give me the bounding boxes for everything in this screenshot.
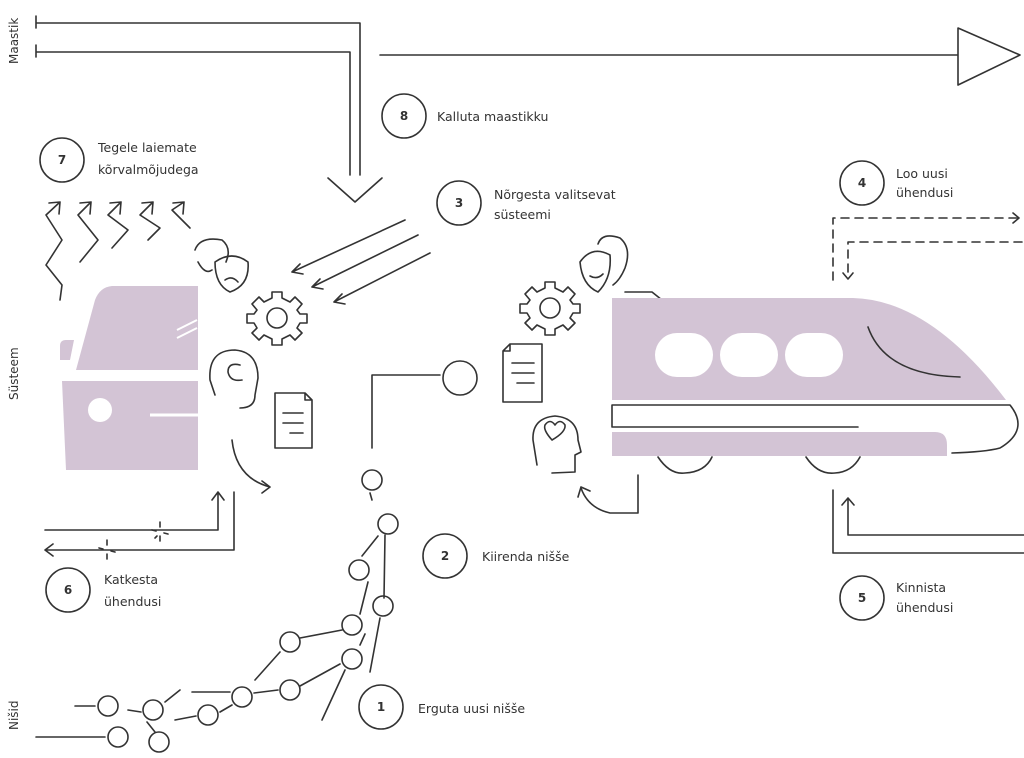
- step-6: 6 Katkesta ühendusi: [45, 567, 161, 613]
- consolidate-arrows: [832, 489, 1024, 554]
- side-label-niches: Nišid: [7, 700, 21, 730]
- weaken-arrows: [291, 219, 431, 305]
- car-illustration: [60, 286, 198, 470]
- svg-text:Kiirenda nišše: Kiirenda nišše: [482, 549, 570, 564]
- niche-chain: [35, 360, 478, 753]
- svg-text:süsteemi: süsteemi: [494, 207, 551, 222]
- svg-text:Kalluta maastikku: Kalluta maastikku: [437, 109, 548, 124]
- svg-text:1: 1: [377, 700, 385, 714]
- step-7: 7 Tegele laiemate kõrvalmõjudega: [39, 137, 199, 183]
- svg-text:Tegele laiemate: Tegele laiemate: [97, 140, 197, 155]
- gear-icon: [246, 291, 308, 346]
- svg-text:4: 4: [858, 176, 866, 190]
- step-markers: 7 Tegele laiemate kõrvalmõjudega 8 Kallut…: [39, 93, 953, 730]
- gear-icon-right: [519, 281, 581, 336]
- step-1: 1 Erguta uusi nišše: [358, 684, 525, 730]
- masks-icon: [194, 238, 249, 293]
- svg-text:Kinnista: Kinnista: [896, 580, 946, 595]
- svg-text:Katkesta: Katkesta: [104, 572, 158, 587]
- document-icon: [274, 392, 313, 449]
- step-3: 3 Nõrgesta valitsevat süsteemi: [436, 180, 616, 226]
- svg-text:5: 5: [858, 591, 866, 605]
- document-icon-right: [502, 343, 543, 403]
- train-illustration: [611, 291, 1019, 474]
- side-label-landscape: Maastik: [7, 18, 21, 64]
- svg-text:ühendusi: ühendusi: [896, 600, 953, 615]
- svg-text:ühendusi: ühendusi: [896, 185, 953, 200]
- svg-text:7: 7: [58, 153, 66, 167]
- svg-text:6: 6: [64, 583, 72, 597]
- svg-text:2: 2: [441, 549, 449, 563]
- step-5: 5 Kinnista ühendusi: [839, 575, 953, 621]
- svg-text:kõrvalmõjudega: kõrvalmõjudega: [98, 162, 199, 177]
- svg-text:ühendusi: ühendusi: [104, 594, 161, 609]
- zigzag-arrows: [45, 201, 191, 301]
- svg-text:8: 8: [400, 109, 408, 123]
- head-heart-icon: [532, 415, 582, 474]
- disconnect-arrows: [44, 491, 235, 560]
- svg-text:Loo uusi: Loo uusi: [896, 166, 948, 181]
- svg-text:Nõrgesta valitsevat: Nõrgesta valitsevat: [494, 187, 616, 202]
- masks-icon-right: [579, 235, 629, 293]
- curved-arrow: [231, 439, 271, 494]
- new-connection-arrows: [832, 212, 1024, 281]
- step-2: 2 Kiirenda nišše: [422, 533, 570, 579]
- landscape-arrow: [35, 15, 1021, 203]
- side-label-system: Süsteem: [7, 347, 21, 400]
- head-icon: [209, 349, 259, 409]
- feedback-arrow: [577, 474, 639, 514]
- svg-text:Erguta uusi nišše: Erguta uusi nišše: [418, 701, 525, 716]
- svg-text:3: 3: [455, 196, 463, 210]
- step-8: 8 Kalluta maastikku: [381, 93, 548, 139]
- step-4: 4 Loo uusi ühendusi: [839, 160, 953, 206]
